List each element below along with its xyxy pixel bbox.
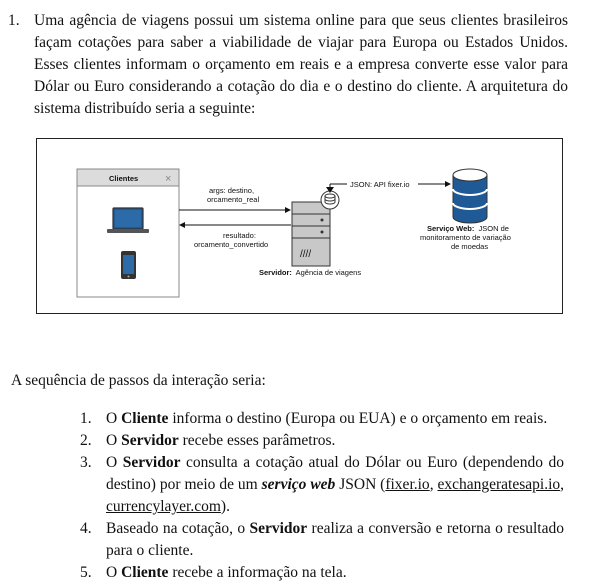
webservice-label-1: Serviço Web: JSON de	[427, 224, 509, 233]
steps-list: 1.O Cliente informa o destino (Europa ou…	[80, 408, 564, 584]
diagram-svg: Clientes × args: destino, orcamento_real…	[76, 168, 511, 298]
clients-header	[76, 168, 180, 187]
clients-title: Clientes	[109, 174, 138, 183]
step-4: 4.Baseado na cotação, o Servidor realiza…	[80, 520, 564, 559]
step-3: 3.O Servidor consulta a cotação atual do…	[80, 454, 565, 515]
result-label-2: orcamento_convertido	[194, 240, 268, 249]
steps-intro: A sequência de passos da interação seria…	[11, 372, 266, 389]
close-icon: ×	[165, 173, 171, 185]
step-5: 5.O Cliente recebe a informação na tela.	[80, 564, 347, 581]
link-exchangeratesapi[interactable]: exchangeratesapi.io	[437, 476, 561, 493]
server-label: Servidor: Agência de viagens	[259, 268, 361, 277]
args-label-1: args: destino,	[209, 186, 254, 195]
result-label-1: resultado:	[223, 231, 256, 240]
webservice-label-2: monitoramento de variação	[420, 233, 511, 242]
question-text: Uma agência de viagens possui um sistema…	[34, 12, 568, 117]
database-icon	[452, 168, 488, 224]
json-arrow-down	[326, 187, 334, 193]
json-label: JSON: API fixer.io	[350, 180, 410, 189]
step-1: 1.O Cliente informa o destino (Europa ou…	[80, 410, 548, 427]
result-arrow-head	[179, 222, 185, 228]
args-label-2: orcamento_real	[207, 195, 259, 204]
webservice-label-3: de moedas	[451, 242, 488, 251]
laptop-icon	[107, 207, 149, 233]
args-arrow-head	[285, 207, 291, 213]
server-slashes: ////	[300, 249, 311, 260]
step-2: 2.O Servidor recebe esses parâmetros.	[80, 432, 336, 449]
link-currencylayer[interactable]: currencylayer.com	[106, 498, 221, 515]
link-fixer[interactable]: fixer.io	[385, 476, 430, 493]
server-icon: ////	[291, 190, 340, 267]
question-block: 1. Uma agência de viagens possui um sist…	[8, 10, 568, 120]
question-number: 1.	[8, 12, 20, 29]
phone-icon	[121, 251, 136, 279]
json-arrow-right	[445, 181, 451, 187]
architecture-diagram: Clientes × args: destino, orcamento_real…	[36, 138, 563, 314]
